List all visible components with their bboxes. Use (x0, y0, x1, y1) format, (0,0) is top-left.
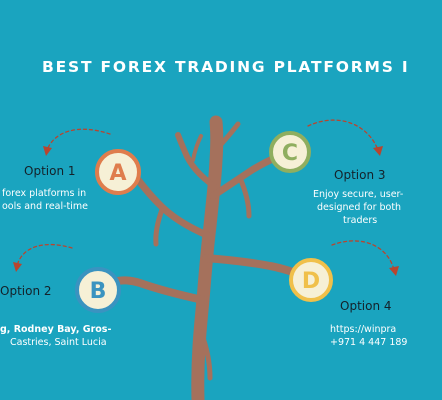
option-1-node: A (95, 149, 141, 195)
option-1-label: Option 1 (24, 164, 76, 178)
option-4-node: D (289, 258, 333, 302)
option-3-description-line: designed for both (317, 202, 402, 213)
arrow-option-1 (46, 128, 111, 151)
option-2-description-line: Castries, Saint Lucia (10, 337, 107, 348)
arrowhead-option-2 (13, 262, 22, 272)
option-1-description-line: ools and real-time (2, 201, 89, 212)
option-2-letter: B (90, 279, 107, 304)
option-4-description-line: https://winpra (330, 324, 397, 335)
infographic-title: BEST FOREX TRADING PLATFORMS I (42, 58, 410, 76)
branch-right-top (213, 121, 241, 153)
option-3-description-line: traders (343, 215, 378, 226)
option-3-label: Option 3 (334, 168, 386, 182)
arrow-option-2 (16, 244, 73, 267)
branch-right-sub (237, 175, 252, 219)
arrow-option-3 (307, 119, 379, 151)
option-3-node: C (269, 131, 311, 173)
option-4-description: https://winpra +971 4 447 189 (330, 323, 407, 349)
option-4-label: Option 4 (340, 299, 392, 313)
option-1-description-line: forex platforms in (2, 188, 87, 199)
option-2-description-line: g, Rodney Bay, Gros- (0, 324, 112, 335)
tree-illustration: A B C D (13, 115, 399, 400)
option-4-description-line: +971 4 447 189 (330, 337, 408, 348)
option-3-letter: C (282, 141, 298, 166)
option-2-label: Option 2 (0, 284, 52, 298)
option-3-description-line: Enjoy secure, user- (313, 189, 404, 200)
infographic-canvas: BEST FOREX TRADING PLATFORMS I (0, 58, 408, 400)
option-1-description: forex platforms in ools and real-time (2, 187, 88, 213)
option-2-description: g, Rodney Bay, Gros- Castries, Saint Luc… (0, 323, 111, 349)
arrowhead-option-1 (43, 146, 52, 156)
option-1-letter: A (109, 161, 126, 186)
option-3-description: Enjoy secure, user- designed for both tr… (313, 188, 403, 227)
twig-left-top (191, 134, 203, 162)
arrow-option-4 (331, 240, 395, 271)
option-4-letter: D (302, 269, 320, 294)
arrowhead-option-4 (389, 266, 399, 276)
branch-left-mid (131, 172, 213, 240)
branch-left-top (175, 132, 217, 189)
arrowhead-option-3 (373, 146, 383, 156)
branch-left-sub (153, 204, 166, 247)
option-2-node: B (75, 267, 121, 313)
root-right (198, 329, 213, 381)
